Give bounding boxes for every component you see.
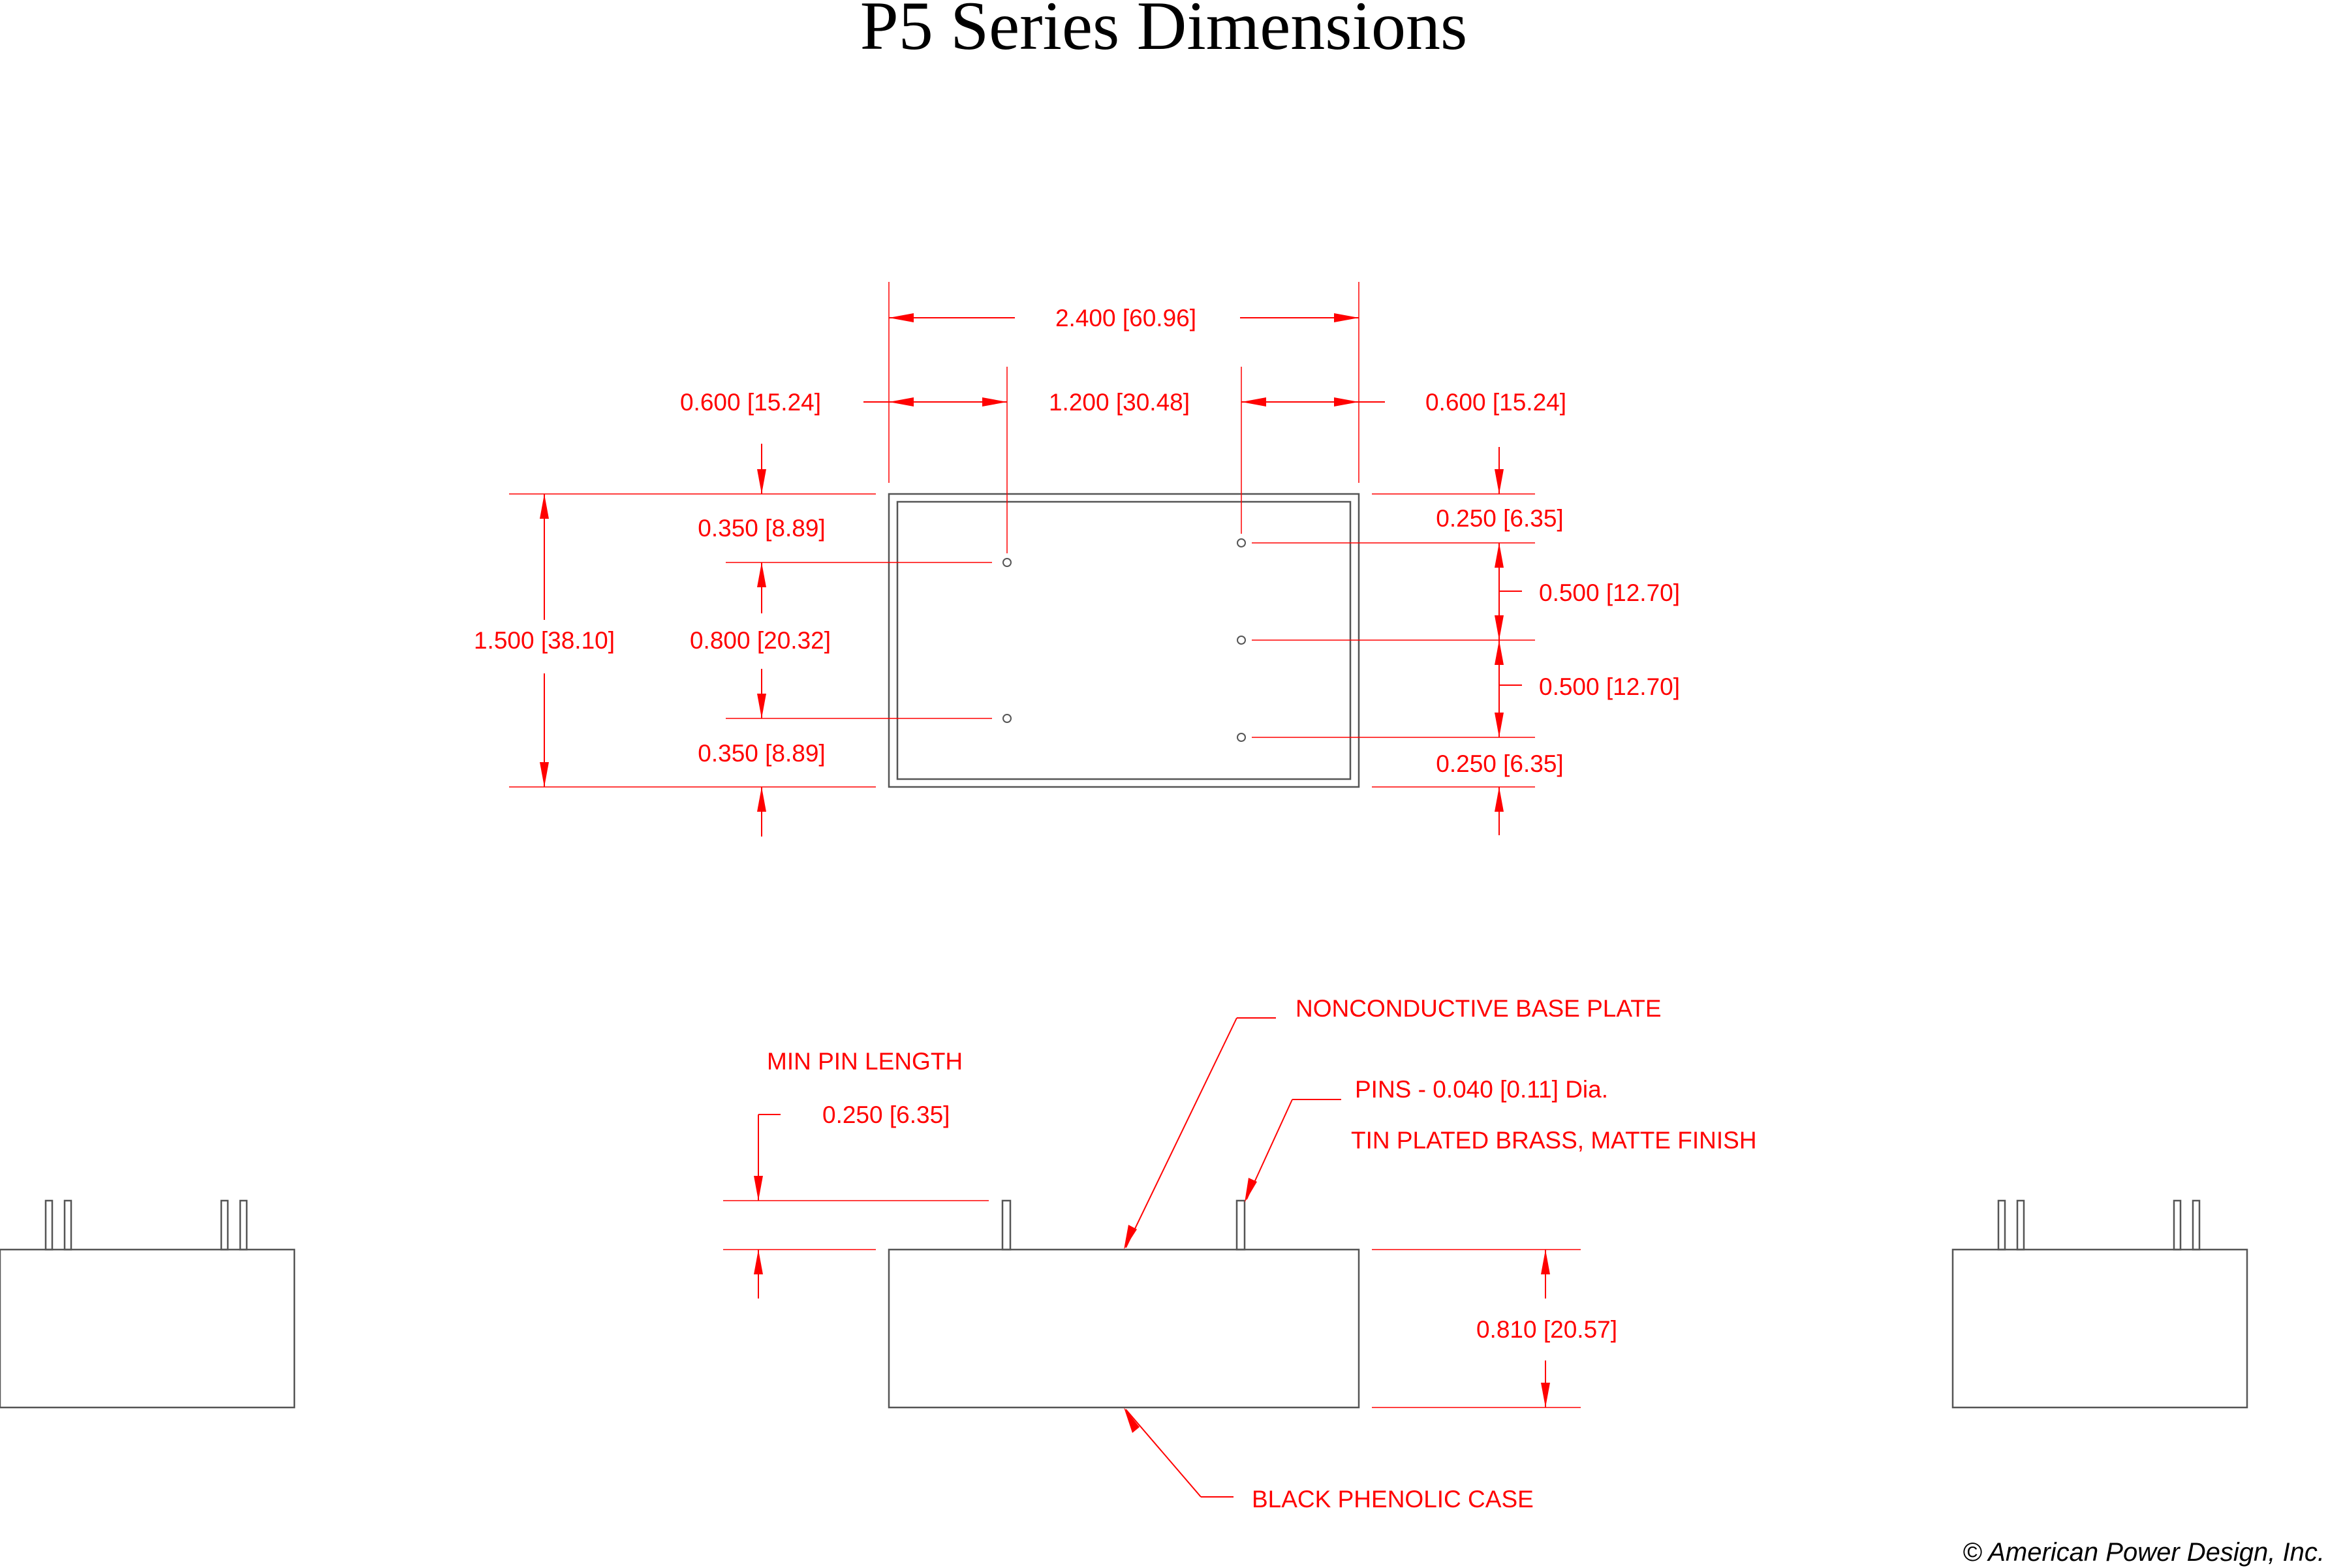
pins-note-label: PINS - 0.040 [0.11] Dia.	[1355, 1076, 1608, 1103]
pin-right	[1235, 1199, 1246, 1251]
overall-height-label: 1.500 [38.10]	[474, 627, 615, 654]
end-view-left-pin-1	[44, 1199, 54, 1251]
pins-note: PINS - 0.040 [0.11] Dia. TIN PLATED BRAS…	[1245, 1076, 1757, 1203]
end-view-left-case	[0, 1248, 296, 1409]
right-pins-to-edge-label: 0.600 [15.24]	[1425, 389, 1566, 416]
case-height-label: 0.810 [20.57]	[1476, 1316, 1617, 1343]
case-height-dimension: 0.810 [20.57]	[1372, 1249, 1617, 1408]
base-plate-note-label: NONCONDUCTIVE BASE PLATE	[1296, 995, 1662, 1022]
pin-spacing-horizontal: 0.600 [15.24] 1.200 [30.48] 0.600 [15.24…	[680, 389, 1566, 416]
right-top-to-pin-label: 0.250 [6.35]	[1436, 505, 1563, 532]
end-view-right	[1951, 1199, 2248, 1409]
left-vertical-dimensions: 0.350 [8.89] 0.800 [20.32] 0.350 [8.89]	[690, 444, 831, 837]
end-view-right-pin-1	[1997, 1199, 2006, 1251]
pin-left-bottom	[1002, 714, 1012, 723]
end-view-right-pin-4	[2192, 1199, 2201, 1251]
pin-left-top	[1002, 558, 1012, 567]
pin-right-bottom	[1237, 733, 1246, 742]
pin-column-spacing-label: 1.200 [30.48]	[1049, 389, 1190, 416]
case-outline	[888, 1248, 1360, 1409]
pin-right-top	[1237, 538, 1246, 547]
min-pin-length-dimension: MIN PIN LENGTH 0.250 [6.35]	[723, 1048, 989, 1299]
overall-height-dimension: 1.500 [38.10]	[474, 494, 615, 787]
case-note: BLACK PHENOLIC CASE	[1124, 1407, 1534, 1513]
end-view-left-pin-4	[239, 1199, 248, 1251]
right-vertical-dimensions: 0.250 [6.35] 0.500 [12.70] 0.500 [12.70]…	[1436, 447, 1680, 835]
left-edge-to-pins-label: 0.600 [15.24]	[680, 389, 821, 416]
pin-right-middle	[1237, 636, 1246, 645]
top-view: 2.400 [60.96] 0.600 [15.24] 1.200 [30.48…	[474, 282, 1680, 837]
extension-lines	[509, 282, 1535, 788]
right-pin-spacing-1-label: 0.500 [12.70]	[1539, 579, 1680, 606]
left-top-to-pin-label: 0.350 [8.89]	[698, 515, 825, 542]
overall-width-dimension: 2.400 [60.96]	[889, 305, 1359, 331]
end-view-left-pin-2	[63, 1199, 72, 1251]
min-pin-length-value: 0.250 [6.35]	[822, 1101, 950, 1128]
left-pin-to-bottom-label: 0.350 [8.89]	[698, 740, 825, 767]
end-view-left-pin-3	[220, 1199, 229, 1251]
pin-left	[1001, 1199, 1012, 1251]
copyright-text: © American Power Design, Inc.	[1963, 1538, 2325, 1567]
case-note-label: BLACK PHENOLIC CASE	[1252, 1486, 1534, 1513]
end-view-right-pin-3	[2173, 1199, 2182, 1251]
left-pin-spacing-label: 0.800 [20.32]	[690, 627, 831, 654]
pins-finish-note-label: TIN PLATED BRASS, MATTE FINISH	[1351, 1127, 1757, 1154]
base-plate-note: NONCONDUCTIVE BASE PLATE	[1124, 995, 1662, 1250]
overall-width-label: 2.400 [60.96]	[1055, 305, 1196, 331]
end-view-left	[0, 1199, 296, 1409]
end-view-right-case	[1951, 1248, 2248, 1409]
page-title: P5 Series Dimensions	[860, 0, 1467, 64]
min-pin-length-label: MIN PIN LENGTH	[767, 1048, 963, 1075]
side-view: MIN PIN LENGTH 0.250 [6.35] NONCONDUCTIV…	[723, 995, 1757, 1513]
end-view-right-pin-2	[2016, 1199, 2025, 1251]
right-pin-spacing-2-label: 0.500 [12.70]	[1539, 673, 1680, 700]
right-pin-to-bottom-label: 0.250 [6.35]	[1436, 750, 1563, 777]
